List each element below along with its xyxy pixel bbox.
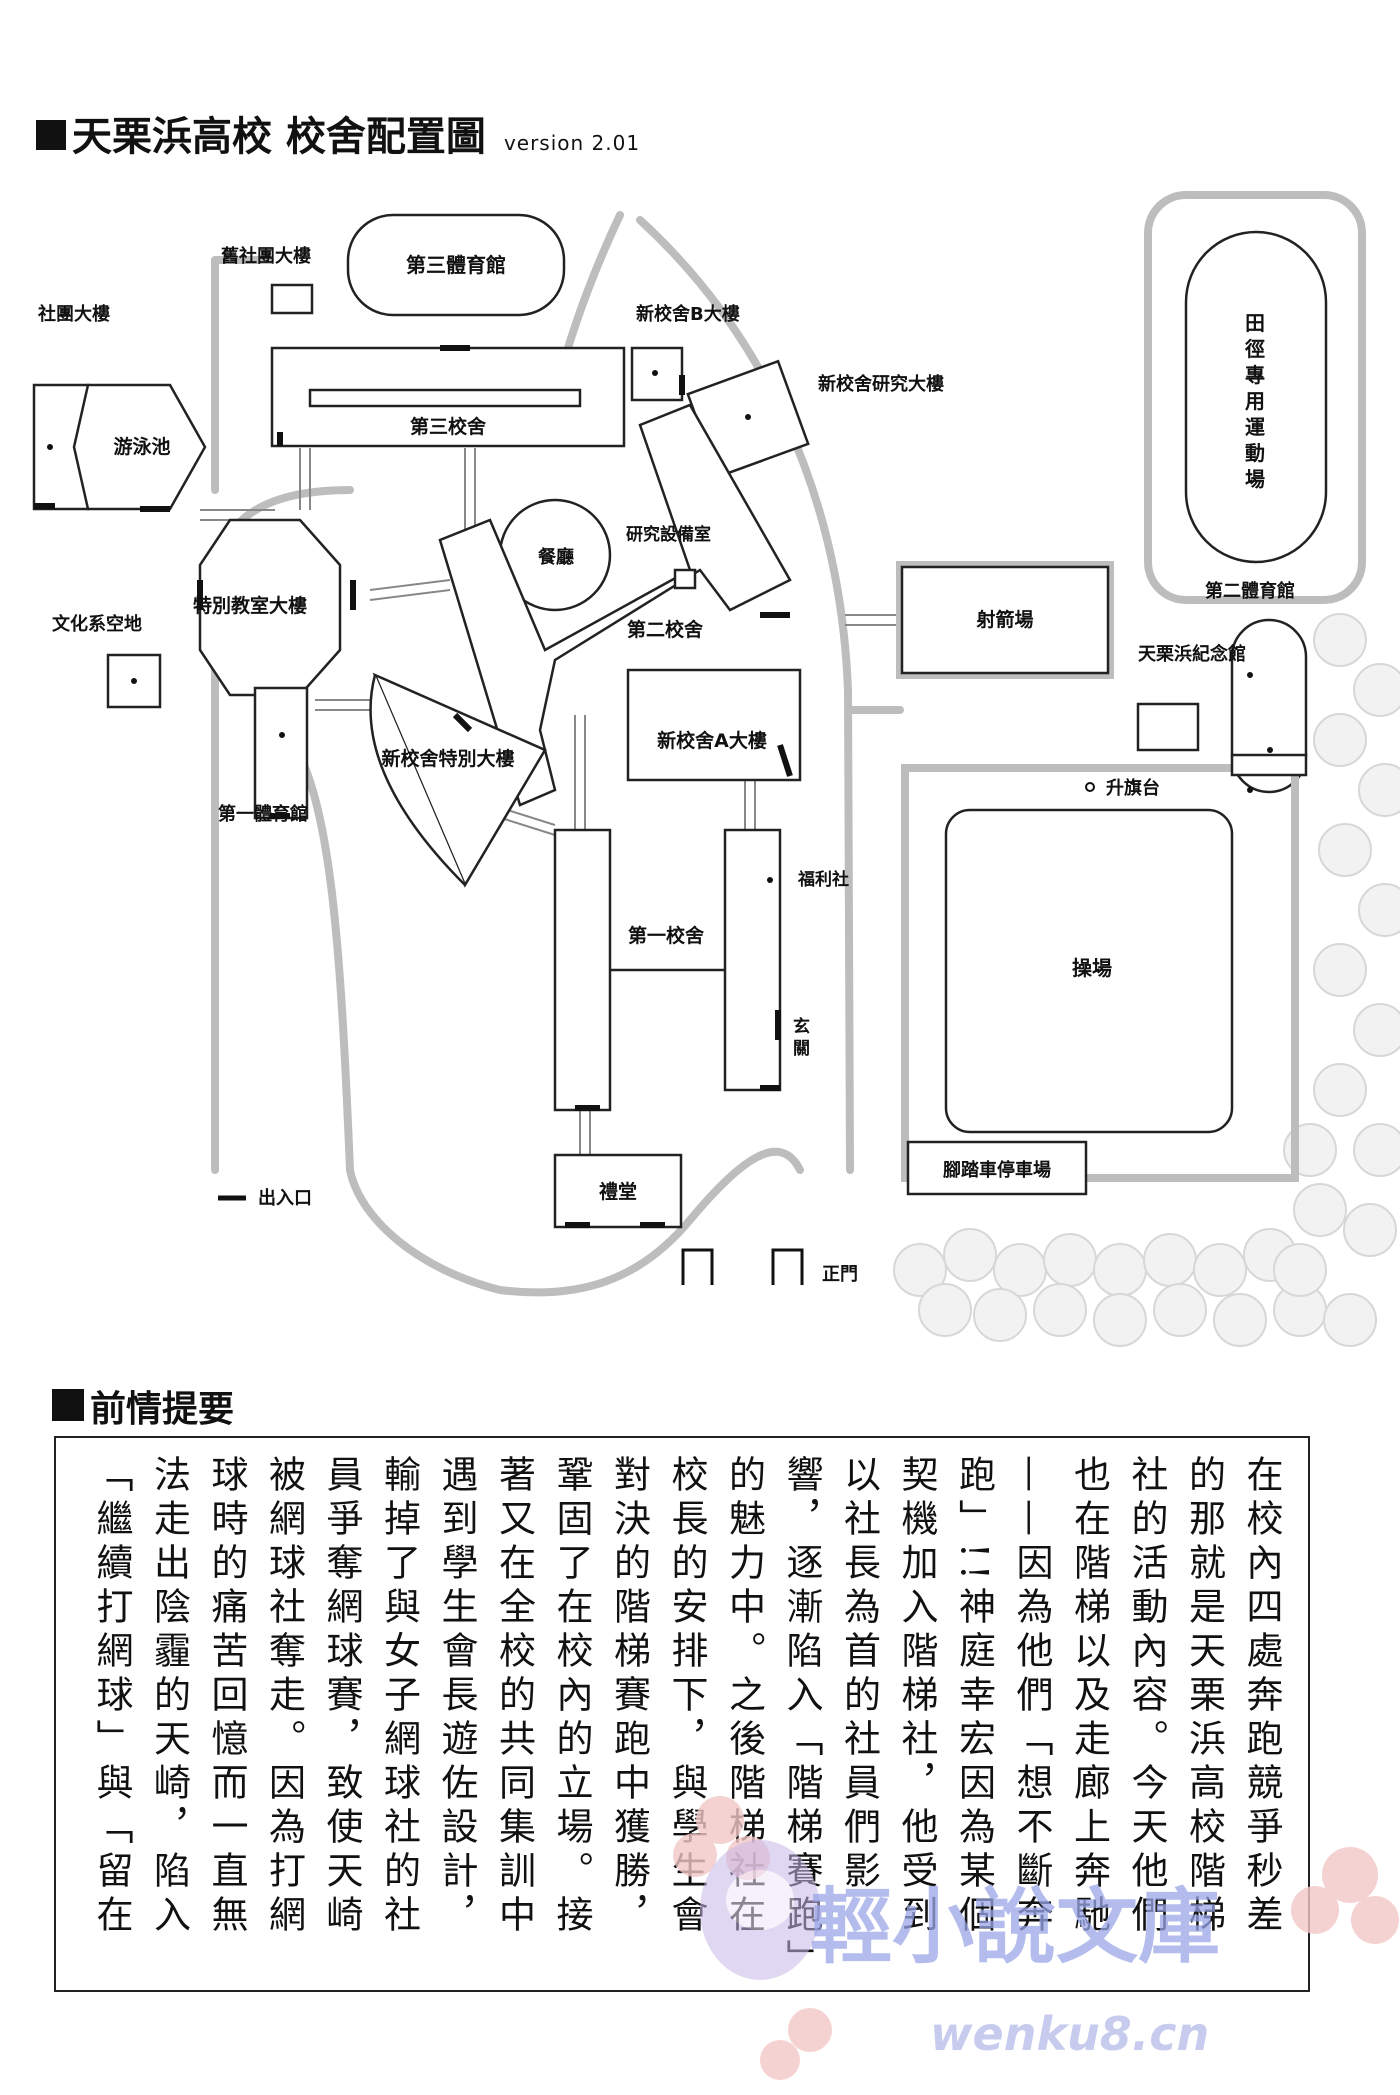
label-club-building: 社團大樓	[38, 303, 110, 325]
svg-text:關: 關	[793, 1039, 810, 1059]
label-archery-range: 射箭場	[975, 608, 1033, 631]
map-heading: 天栗浜高校 校舍配置圖 version 2.01	[36, 104, 640, 162]
svg-text:徑: 徑	[1244, 337, 1265, 361]
sakura-icon	[673, 1796, 1399, 2080]
label-flagpole: 升旗台	[1106, 777, 1160, 799]
label-bicycle-parking: 腳踏車停車場	[943, 1159, 1051, 1181]
watermark-title: 輕小說文庫	[810, 1880, 1220, 1975]
auditorium-shape	[553, 1153, 683, 1229]
map-version: version 2.01	[503, 131, 641, 155]
label-new-research: 新校舍研究大樓	[818, 373, 944, 395]
label-memorial-hall: 天栗浜紀念館	[1138, 643, 1246, 665]
svg-text:場: 場	[1245, 467, 1265, 491]
label-track-field: 田 徑 專 用 運 動 場	[1244, 311, 1265, 491]
summary-title: 前情提要	[90, 1389, 235, 1430]
old-club-building-shape	[270, 283, 314, 315]
building-dots	[47, 370, 1273, 883]
legend-entrance-label: 出入口	[258, 1187, 312, 1209]
svg-text:玄: 玄	[793, 1016, 810, 1037]
summary-heading: 前情提要	[52, 1380, 234, 1432]
label-first-gym: 第一體育館	[218, 803, 308, 825]
watermark-url: wenku8.cn	[930, 2007, 1209, 2061]
third-schoolhouse-shape	[270, 346, 626, 448]
summary-box	[54, 1436, 1310, 1992]
campus-map: 第三體育館 舊社團大樓 社團大樓 游泳池 第三校舍 新校舍B大樓 新校舍研究大樓…	[32, 191, 1400, 1347]
mascot-figure	[700, 1840, 820, 1980]
label-research-equipment: 研究設備室	[626, 524, 711, 545]
svg-text:專: 專	[1245, 363, 1265, 387]
second-schoolhouse-shape	[438, 403, 792, 807]
map-title: 天栗浜高校 校舍配置圖	[72, 114, 486, 160]
label-cultural-field: 文化系空地	[52, 613, 142, 635]
third-gym-shape	[346, 213, 566, 317]
map-labels: 第三體育館 舊社團大樓 社團大樓 游泳池 第三校舍 新校舍B大樓 新校舍研究大樓…	[38, 245, 1295, 1285]
heading-square-icon	[52, 1389, 84, 1421]
label-pool: 游泳池	[113, 435, 170, 458]
label-new-special: 新校舍特別大樓	[381, 747, 514, 770]
first-gym-shape	[253, 686, 309, 820]
label-main-gate: 正門	[822, 1264, 858, 1285]
main-gate-icon	[681, 1248, 804, 1285]
label-store: 福利社	[797, 869, 849, 890]
sports-field-outer	[901, 764, 1299, 1182]
track-field-shape	[1184, 230, 1328, 564]
first-schoolhouse-shape	[553, 828, 782, 1112]
heading-square-icon	[36, 120, 66, 150]
buildings	[32, 191, 1366, 1229]
label-second-gym: 第二體育館	[1205, 580, 1295, 602]
label-sports-field: 操場	[1072, 956, 1112, 980]
new-building-a-shape	[626, 668, 802, 782]
label-entrance-hall: 玄 關	[793, 1016, 810, 1059]
archery-range-shape	[900, 565, 1110, 675]
watermark: 輕小說文庫 wenku8.cn	[673, 1796, 1399, 2080]
bicycle-parking-shape	[906, 1140, 1088, 1196]
label-third-gym: 第三體育館	[406, 253, 506, 277]
svg-text:用: 用	[1245, 389, 1265, 413]
label-cafeteria: 餐廳	[537, 546, 574, 568]
sports-field-shape	[944, 808, 1234, 1134]
label-auditorium: 禮堂	[599, 1180, 637, 1203]
label-special-classroom: 特別教室大樓	[193, 594, 307, 617]
memorial-hall-shape	[1136, 702, 1200, 752]
svg-text:田: 田	[1245, 311, 1265, 335]
label-third-schoolhouse: 第三校舍	[410, 415, 487, 438]
svg-text:運: 運	[1245, 415, 1265, 439]
entrance-markers	[34, 345, 793, 1228]
second-gym-shape	[1230, 618, 1308, 794]
label-second-schoolhouse: 第二校舍	[627, 618, 704, 641]
label-first-schoolhouse: 第一校舍	[628, 924, 705, 947]
svg-text:動: 動	[1245, 441, 1265, 465]
label-new-building-a: 新校舍A大樓	[657, 729, 767, 752]
archery-range-outer	[896, 561, 1114, 679]
label-new-building-b: 新校舍B大樓	[636, 303, 740, 325]
label-old-club: 舊社團大樓	[221, 245, 311, 267]
